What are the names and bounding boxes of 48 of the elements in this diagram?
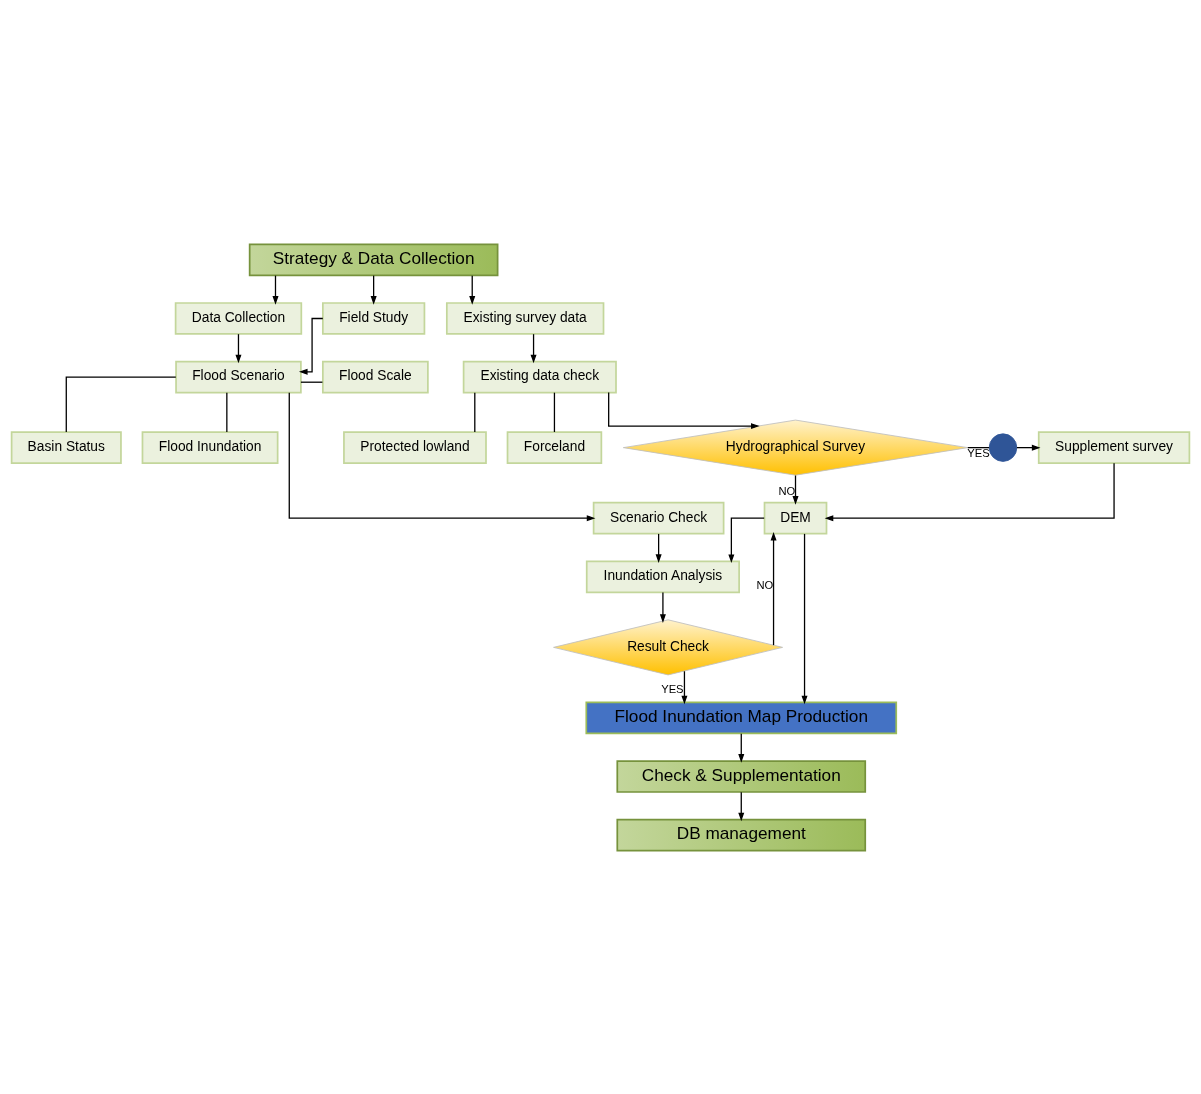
node-box: Flood Inundation Map Production	[585, 701, 898, 734]
connector	[300, 381, 324, 383]
node-box: Supplement survey	[1037, 430, 1191, 464]
node-box: Existing survey data	[445, 301, 605, 335]
node-box: Basin Status	[10, 430, 122, 464]
arrow	[659, 591, 666, 623]
node-box: Data Collection	[174, 301, 303, 335]
node-box: Check & Supplementation	[616, 759, 867, 793]
node-box: Protected lowland	[343, 430, 487, 464]
arrow	[738, 732, 745, 763]
arrow	[824, 462, 1115, 521]
node-box: Field Study	[321, 301, 426, 335]
node-box: DEM	[763, 501, 828, 535]
connector	[553, 391, 556, 433]
arrow	[288, 391, 596, 521]
edge-label: YES	[967, 446, 990, 459]
connector	[474, 391, 476, 433]
arrow	[469, 274, 476, 305]
node-box: Forceland	[506, 430, 603, 464]
arrow	[235, 333, 242, 363]
arrow	[770, 531, 777, 646]
arrow	[298, 317, 324, 375]
node-box: DB management	[616, 818, 867, 851]
connector	[967, 446, 990, 448]
arrow	[655, 532, 662, 563]
node-box: Existing data check	[462, 360, 617, 393]
edge-label: NO	[778, 484, 796, 497]
node-box: Inundation Analysis	[585, 559, 740, 593]
arrow	[530, 333, 537, 363]
node-box: Flood Scenario	[175, 360, 302, 393]
node-circle	[988, 432, 1018, 462]
arrow	[608, 391, 760, 429]
node-box: Strategy & Data Collection	[248, 243, 499, 276]
arrow	[370, 274, 377, 305]
edge-label: NO	[756, 578, 774, 591]
arrow	[792, 474, 799, 505]
arrow	[681, 670, 688, 704]
edge-label: YES	[661, 682, 684, 695]
connector	[65, 375, 177, 433]
node-box: Flood Inundation	[141, 430, 279, 464]
arrow	[801, 532, 808, 704]
node-box: Flood Scale	[321, 360, 429, 393]
connector	[226, 391, 228, 433]
arrow	[272, 274, 279, 305]
node-diamond: Result Check	[553, 618, 783, 675]
node-box: Scenario Check	[592, 501, 725, 535]
arrow	[728, 517, 765, 563]
arrow	[738, 791, 745, 821]
